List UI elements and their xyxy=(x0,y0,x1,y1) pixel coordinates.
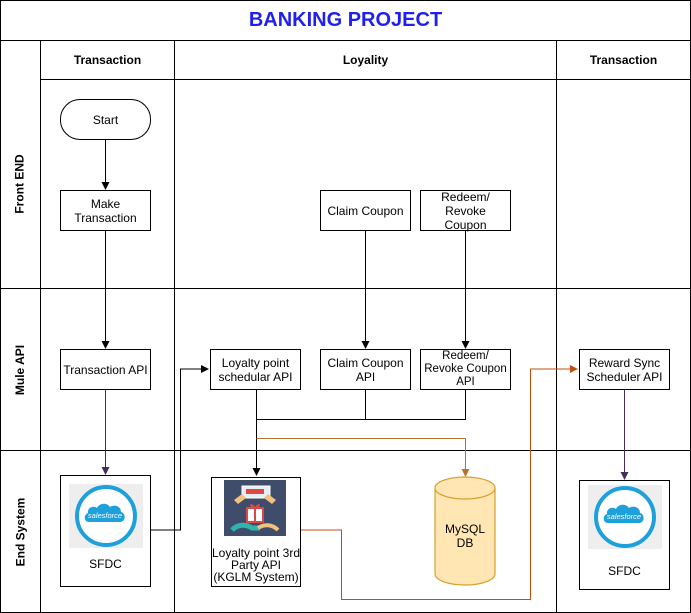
sfdc-left-node[interactable]: salesforce SFDC xyxy=(60,475,151,587)
edge-redeem-api-merge xyxy=(365,390,466,420)
redeem-revoke-coupon-api-node[interactable]: Redeem/ Revoke Coupon API xyxy=(420,349,511,390)
mysql-db-label: MySQL DB xyxy=(444,522,485,550)
edge-to-mysql-db xyxy=(256,438,470,477)
salesforce-cloud-icon: salesforce xyxy=(75,485,137,547)
gift-voucher-icon xyxy=(224,480,286,536)
sfdc-right-label: SFDC xyxy=(608,564,641,578)
reward-sync-scheduler-api-node[interactable]: Reward Sync Scheduler API xyxy=(579,349,670,390)
sfdc-right-node[interactable]: salesforce SFDC xyxy=(579,480,670,590)
salesforce-logo-text: salesforce xyxy=(607,512,641,521)
salesforce-logo-left: salesforce xyxy=(69,484,143,548)
claim-coupon-node[interactable]: Claim Coupon xyxy=(320,190,411,231)
loyalty-3rd-party-api-label: Loyalty point 3rd Party API (KGLM System… xyxy=(211,546,301,584)
make-transaction-node[interactable]: Make Transaction xyxy=(60,190,151,231)
edge-claim-api-merge xyxy=(256,390,366,420)
loyalty-scheduler-api-node[interactable]: Loyalty point schedular API xyxy=(210,349,301,390)
sfdc-left-label: SFDC xyxy=(89,557,122,571)
column-header-transaction-right: Transaction xyxy=(589,53,658,67)
mysql-db-node[interactable]: MySQL DB xyxy=(434,476,496,586)
transaction-api-node[interactable]: Transaction API xyxy=(60,349,151,390)
edge-sfdc-to-loyalty-scheduler xyxy=(151,365,209,531)
salesforce-logo-right: salesforce xyxy=(588,485,662,549)
column-header-transaction-left: Transaction xyxy=(73,53,142,67)
diagram-title: BANKING PROJECT xyxy=(248,8,443,31)
start-node[interactable]: Start xyxy=(60,99,151,140)
database-cylinder-icon xyxy=(434,476,496,586)
loyalty-3rd-party-api-node[interactable]: Loyalty point 3rd Party API (KGLM System… xyxy=(211,477,301,587)
salesforce-cloud-icon: salesforce xyxy=(594,486,656,548)
column-header-loyality: Loyality xyxy=(342,53,389,67)
salesforce-logo-text: salesforce xyxy=(88,511,122,520)
claim-coupon-api-node[interactable]: Claim Coupon API xyxy=(320,349,411,390)
edge-3rd-party-to-reward-sync xyxy=(301,365,578,600)
redeem-revoke-coupon-node[interactable]: Redeem/ Revoke Coupon xyxy=(420,190,511,232)
